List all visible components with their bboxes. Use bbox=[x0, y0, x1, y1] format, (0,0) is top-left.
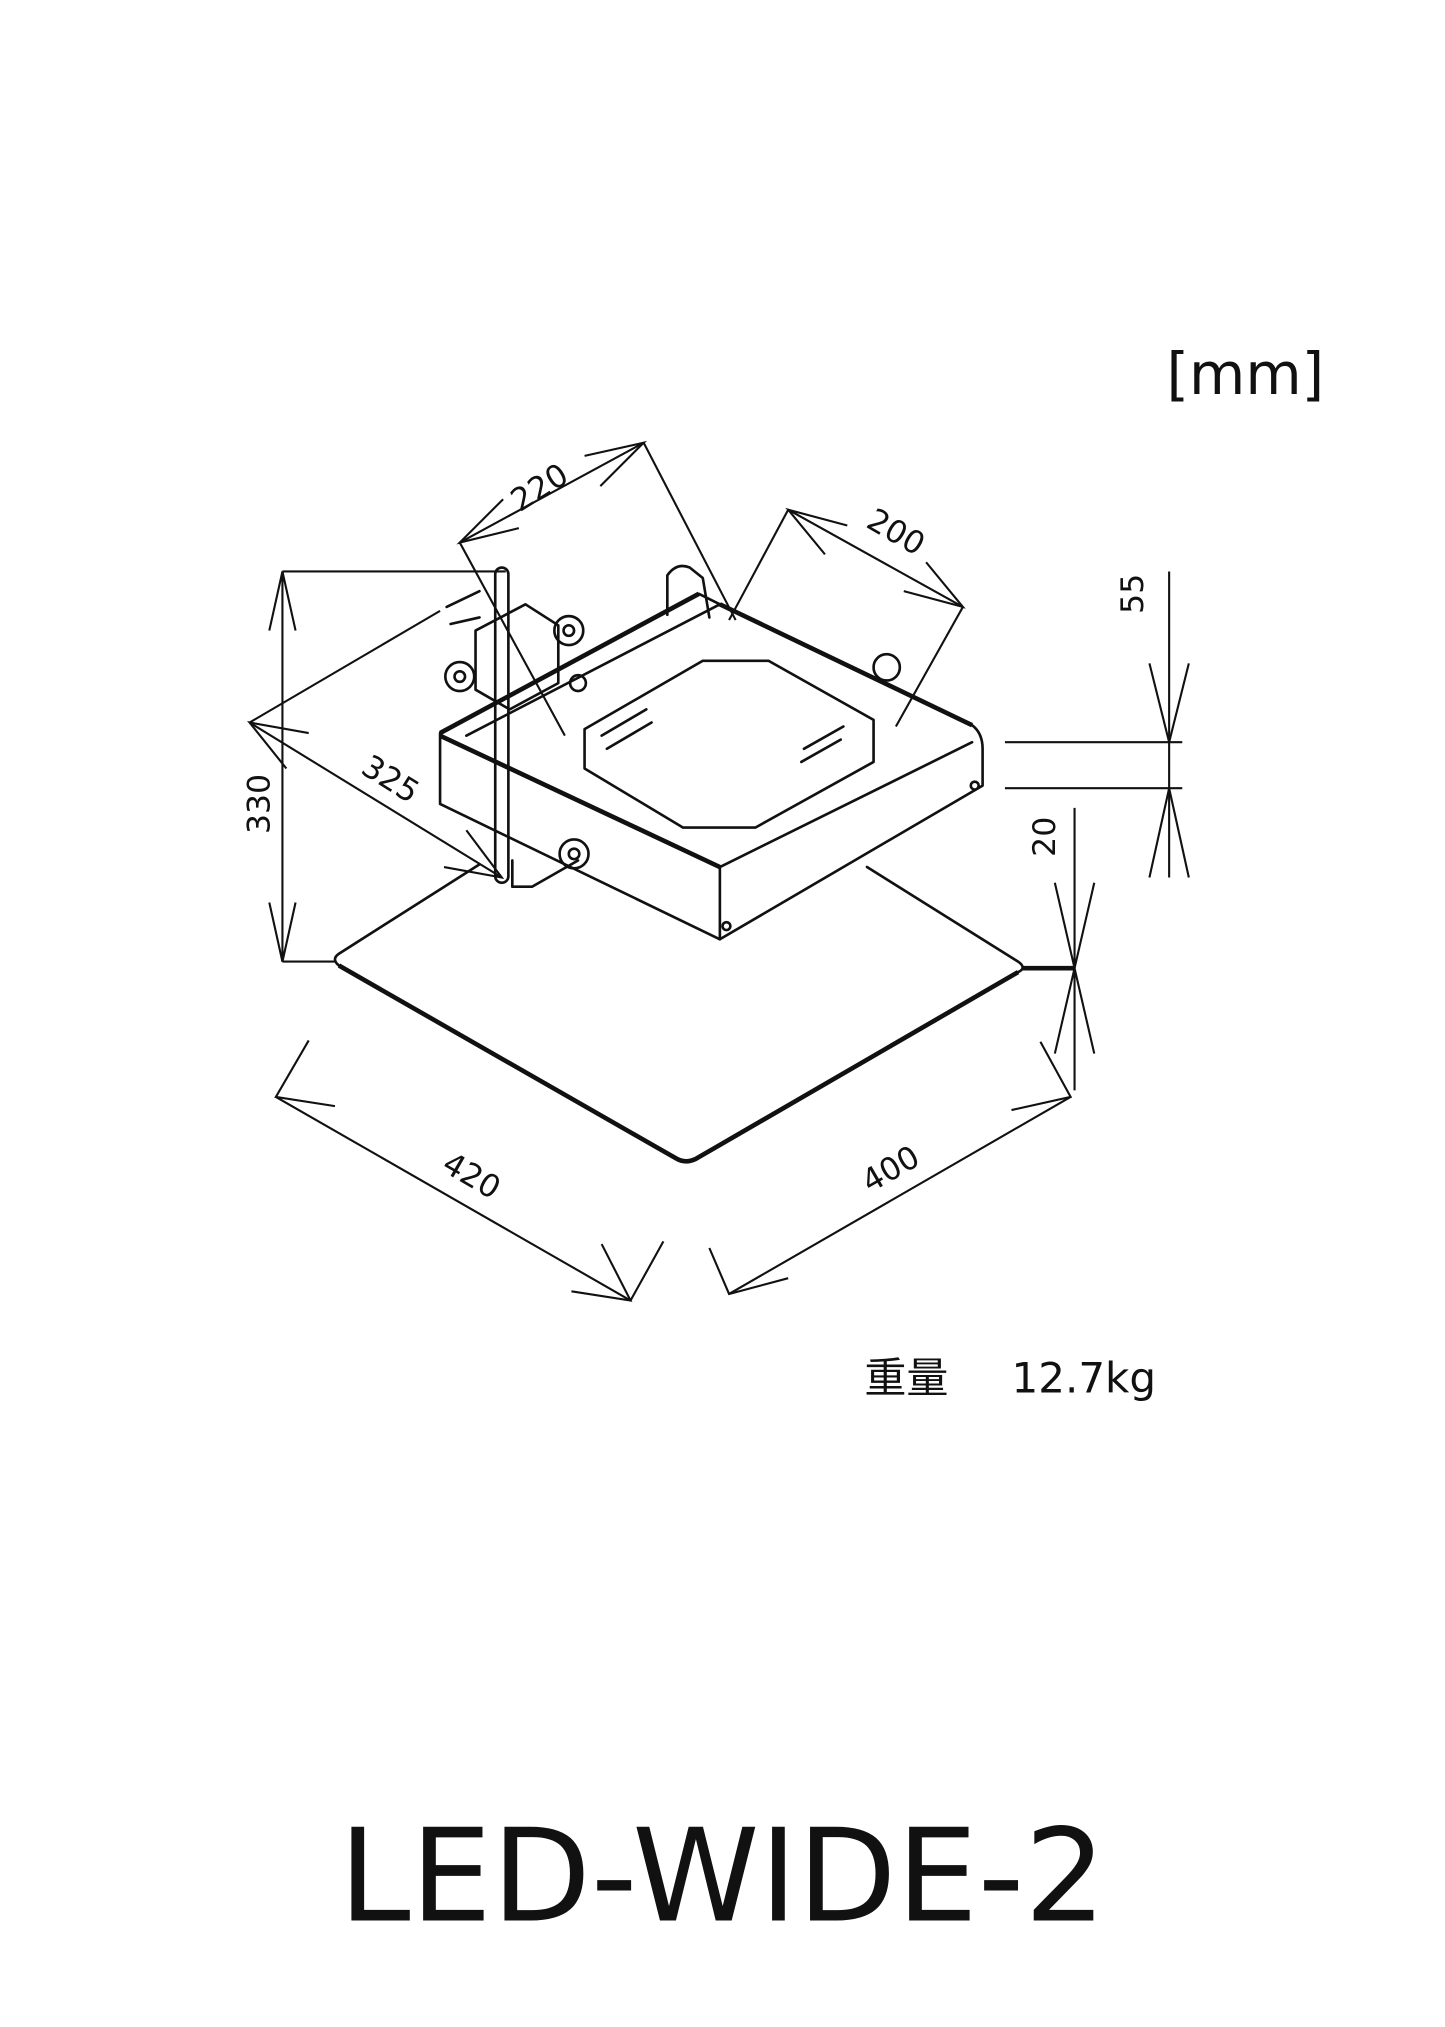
dimension-lines bbox=[247, 440, 1190, 1302]
weight-label: 重量 bbox=[864, 1353, 948, 1402]
dim-label-220: 220 bbox=[505, 457, 575, 519]
led-panel-box bbox=[438, 591, 984, 941]
dim-label-330: 330 bbox=[241, 774, 277, 834]
model-name: LED-WIDE-2 bbox=[339, 1803, 1106, 1952]
dim-label-420: 420 bbox=[436, 1146, 506, 1207]
base-plate bbox=[333, 863, 1075, 1164]
dim-label-55: 55 bbox=[1115, 574, 1151, 614]
stand-clamp bbox=[444, 564, 902, 889]
units-label: [mm] bbox=[1166, 340, 1324, 408]
dim-label-20: 20 bbox=[1027, 817, 1063, 857]
light-window bbox=[583, 659, 875, 829]
weight-value: 12.7kg bbox=[1012, 1353, 1157, 1402]
dim-label-200: 200 bbox=[861, 502, 931, 563]
dim-label-325: 325 bbox=[355, 749, 425, 811]
dim-label-400: 400 bbox=[856, 1139, 926, 1200]
